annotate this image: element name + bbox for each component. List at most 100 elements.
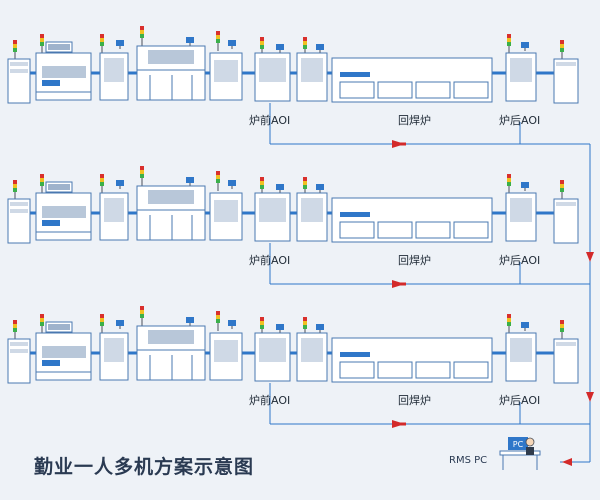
line3-reflow-label: 回焊炉 — [398, 394, 431, 407]
mounter-signal-light — [140, 166, 144, 186]
mounter-monitor — [186, 37, 194, 46]
signal-light-red — [13, 320, 17, 324]
loader-signal-light — [13, 320, 17, 340]
mounter2-signal-light — [216, 311, 220, 331]
monitor-screen — [521, 182, 529, 188]
signal-light-red — [140, 306, 144, 310]
reflow-zone-3 — [415, 361, 451, 379]
signal-light-yellow — [260, 321, 264, 325]
pre-aoi-window — [259, 338, 286, 362]
unloader-machine — [553, 198, 579, 244]
signal-light-green — [560, 188, 564, 192]
post-aoi-window — [510, 58, 532, 82]
printer-top-window — [48, 324, 70, 330]
monitor-screen — [316, 184, 324, 190]
signal-light-red — [216, 31, 220, 35]
signal-light-green — [13, 328, 17, 332]
signal-light-green — [140, 34, 144, 38]
printer-top-window — [48, 184, 70, 190]
mounter2-window — [214, 60, 238, 82]
pre-aoi-window — [259, 198, 286, 222]
monitor-screen — [228, 40, 236, 46]
loader-panel — [10, 342, 28, 346]
signal-light-red — [13, 180, 17, 184]
printer-signal-light — [40, 174, 44, 194]
signal-light-green — [260, 325, 264, 329]
signal-light-yellow — [560, 324, 564, 328]
spi-monitor — [116, 180, 124, 189]
mounter2-window — [214, 340, 238, 362]
mounter-signal-light — [140, 26, 144, 46]
monitor-screen — [228, 320, 236, 326]
signal-light-yellow — [40, 318, 44, 322]
line1-post-aoi-label: 炉后AOI — [499, 114, 541, 127]
aoi2-window — [301, 58, 323, 82]
signal-light-yellow — [303, 321, 307, 325]
monitor-screen — [116, 40, 124, 46]
signal-light-red — [140, 166, 144, 170]
aoi2-window — [301, 198, 323, 222]
signal-light-yellow — [100, 38, 104, 42]
monitor-screen — [186, 317, 194, 323]
unloader-panel — [556, 62, 576, 66]
signal-light-green — [40, 322, 44, 326]
monitor-screen — [116, 320, 124, 326]
line2-pre-aoi-label: 炉前AOI — [249, 254, 291, 267]
signal-light-green — [507, 322, 511, 326]
post-aoi-signal-light — [507, 174, 511, 194]
monitor-screen — [521, 42, 529, 48]
pc-label: PC — [513, 440, 524, 449]
production-line-2 — [7, 166, 590, 288]
signal-light-yellow — [40, 178, 44, 182]
spi-signal-light — [100, 174, 104, 194]
signal-light-red — [560, 320, 564, 324]
mounter2-window — [214, 200, 238, 222]
spi-window — [104, 58, 124, 82]
line2-post-aoi-label: 炉后AOI — [499, 254, 541, 267]
signal-light-green — [507, 42, 511, 46]
signal-light-red — [303, 317, 307, 321]
operator-body — [526, 447, 534, 455]
signal-light-red — [560, 40, 564, 44]
mounter-head-window — [148, 50, 194, 64]
monitor-screen — [316, 324, 324, 330]
spi-window — [104, 338, 124, 362]
unloader-machine — [553, 338, 579, 384]
spi-signal-light — [100, 314, 104, 334]
printer-screen — [42, 220, 60, 226]
aoi2-monitor — [316, 184, 324, 193]
post-aoi-signal-light — [507, 314, 511, 334]
pre-aoi-monitor — [276, 184, 284, 193]
trunk-arrow-1 — [586, 252, 594, 262]
mounter-signal-light — [140, 306, 144, 326]
loader-signal-light — [13, 40, 17, 60]
signal-light-yellow — [100, 318, 104, 322]
loader-panel-2 — [10, 69, 28, 73]
reflow-zone-2 — [377, 81, 413, 99]
printer-screen — [42, 80, 60, 86]
signal-light-yellow — [560, 44, 564, 48]
signal-light-red — [40, 174, 44, 178]
reflow-screen — [340, 352, 370, 357]
signal-light-red — [100, 174, 104, 178]
mounter2-monitor — [228, 40, 236, 49]
signal-light-yellow — [140, 170, 144, 174]
line2-reflow-label: 回焊炉 — [398, 254, 431, 267]
loader-panel-2 — [10, 349, 28, 353]
signal-light-red — [507, 314, 511, 318]
signal-light-yellow — [216, 315, 220, 319]
mounter-monitor — [186, 177, 194, 186]
unloader-machine — [553, 58, 579, 104]
signal-light-green — [13, 48, 17, 52]
spi-signal-light — [100, 34, 104, 54]
mounter-base — [136, 209, 206, 241]
post-aoi-monitor — [521, 182, 529, 191]
mounter2-signal-light — [216, 171, 220, 191]
diagram-title: 勤业一人多机方案示意图 — [34, 456, 255, 478]
signal-light-red — [40, 34, 44, 38]
unloader-signal-light — [560, 40, 564, 60]
trunk-arrow-2 — [586, 392, 594, 402]
pre-aoi-window — [259, 58, 286, 82]
signal-light-yellow — [507, 38, 511, 42]
reflow-zone-2 — [377, 221, 413, 239]
